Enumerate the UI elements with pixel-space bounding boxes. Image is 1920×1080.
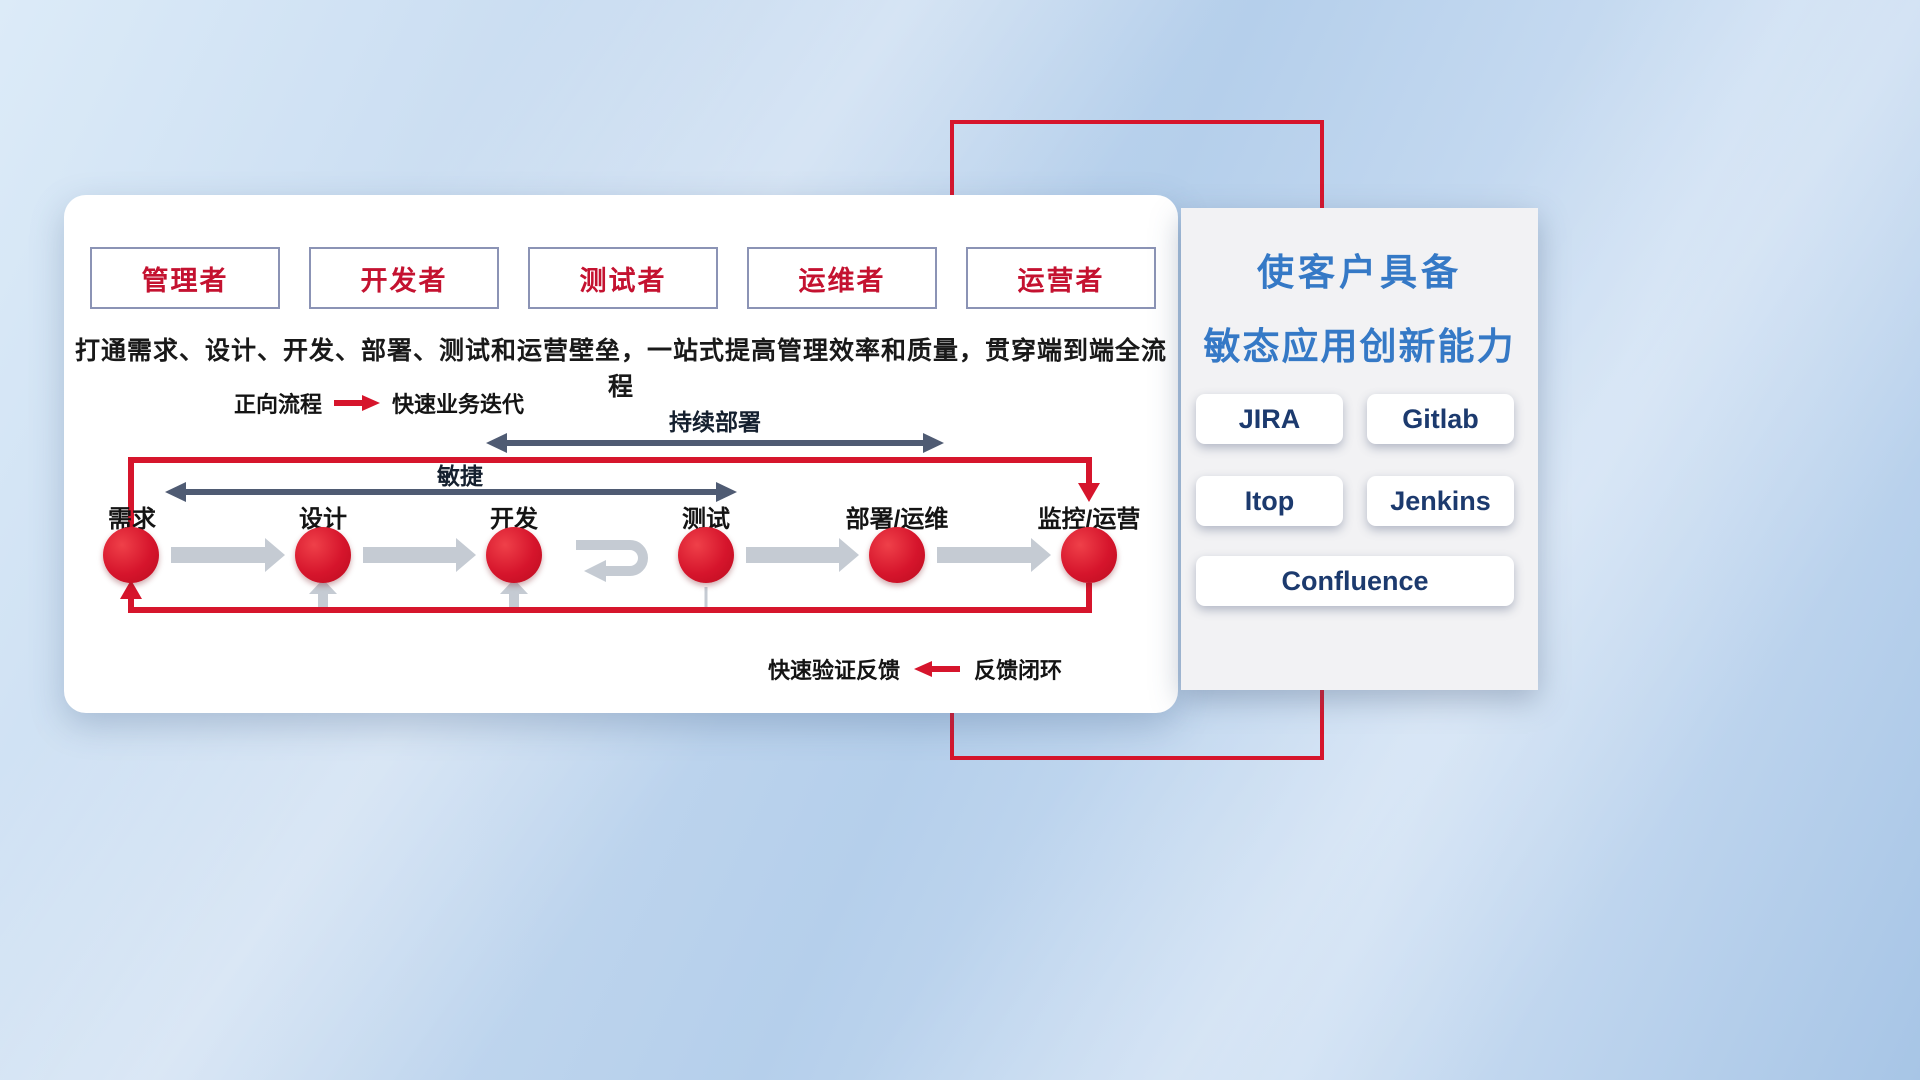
role-label: 开发者 — [360, 265, 448, 296]
tool-label: JIRA — [1238, 403, 1301, 434]
tool-label: Jenkins — [1390, 485, 1491, 516]
stage-node-development — [486, 527, 542, 583]
role-row: 管理者 开发者 测试者 运维者 运营者 — [90, 247, 1156, 309]
role-box-ops: 运维者 — [747, 247, 937, 309]
iteration-loop-icon — [576, 540, 648, 582]
feedback-up-arrows — [309, 579, 708, 607]
tool-label: Confluence — [1281, 565, 1429, 596]
stage-node-testing — [678, 527, 734, 583]
tool-gitlab: Gitlab — [1367, 394, 1514, 444]
tool-label: Gitlab — [1402, 403, 1479, 434]
tool-label: Itop — [1244, 485, 1295, 516]
stage-node-design — [295, 527, 351, 583]
stage-node-deploy-ops — [869, 527, 925, 583]
devops-flow-card: 管理者 开发者 测试者 运维者 运营者 打通需求、设计、开发、部署、测试和运营壁… — [64, 195, 1178, 713]
panel-title-line1: 使客户具备 — [1257, 252, 1462, 293]
agile-label: 敏捷 — [437, 463, 483, 489]
tool-itop: Itop — [1196, 476, 1343, 526]
legend-forward-label: 正向流程 — [234, 392, 323, 417]
red-feedback-loop — [120, 580, 1092, 613]
continuous-deploy-label: 持续部署 — [669, 409, 761, 435]
role-label: 运营者 — [1017, 265, 1105, 296]
tool-jenkins: Jenkins — [1367, 476, 1514, 526]
card-subtitle: 打通需求、设计、开发、部署、测试和运营壁垒，一站式提高管理效率和质量，贯穿端到端… — [74, 337, 1167, 401]
legend-feedback-label: 反馈闭环 — [974, 658, 1063, 683]
role-box-developer: 开发者 — [309, 247, 499, 309]
role-label: 测试者 — [579, 265, 667, 296]
legend-forward: 正向流程 快速业务迭代 — [234, 387, 524, 419]
role-label: 运维者 — [798, 265, 886, 296]
tool-jira: JIRA — [1196, 394, 1343, 444]
stage-node-requirements — [103, 527, 159, 583]
legend-forward-desc: 快速业务迭代 — [392, 392, 525, 417]
role-box-tester: 测试者 — [528, 247, 718, 309]
role-label: 管理者 — [141, 265, 229, 296]
panel-title-line2: 敏态应用创新能力 — [1203, 326, 1516, 367]
role-box-manager: 管理者 — [90, 247, 280, 309]
legend-feedback-desc: 快速验证反馈 — [768, 658, 901, 683]
role-box-operator: 运营者 — [966, 247, 1156, 309]
forward-arrow-icon — [334, 395, 381, 411]
tool-confluence: Confluence — [1196, 556, 1514, 606]
capability-panel: 使客户具备 敏态应用创新能力 JIRA Gitlab Itop Jenkins … — [1181, 208, 1538, 690]
legend-feedback: 快速验证反馈 反馈闭环 — [768, 653, 1062, 685]
stage-node-monitor-ops — [1061, 527, 1117, 583]
feedback-arrow-icon — [914, 661, 961, 677]
